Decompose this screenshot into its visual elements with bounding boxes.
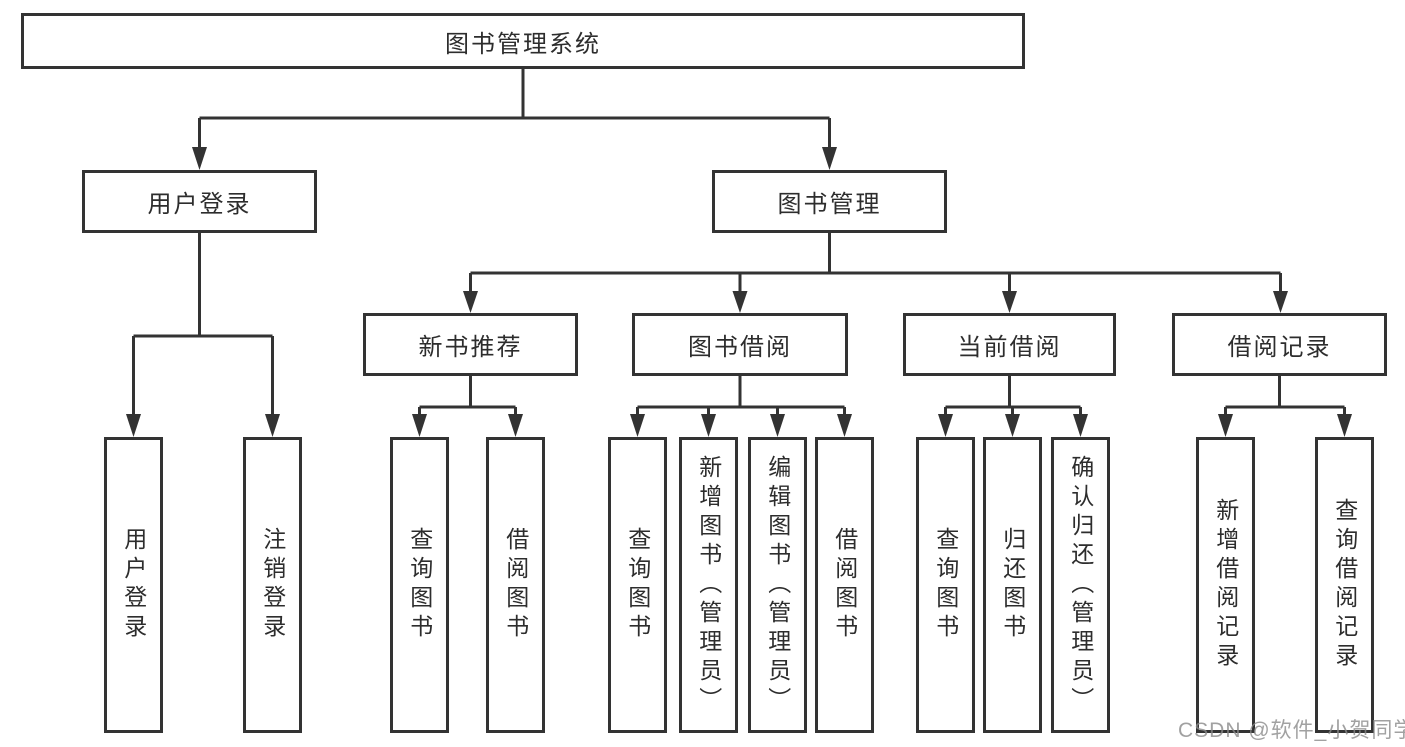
node-label: 图书管理系统 xyxy=(445,30,601,58)
node-label: 借阅记录 xyxy=(1227,334,1332,361)
arrowhead xyxy=(192,147,207,170)
leaf-user-login: 用户登录 xyxy=(104,437,163,733)
node-label: 确认归还（管理员） xyxy=(1067,454,1094,716)
node-borrow-records: 借阅记录 xyxy=(1172,313,1387,376)
leaf-borrow-books-recommend: 借阅图书 xyxy=(486,437,545,733)
csdn-watermark: CSDN @软件_小贺同学 xyxy=(1178,719,1405,742)
arrowhead xyxy=(732,291,748,313)
node-label: 新增借阅记录 xyxy=(1212,498,1239,672)
node-book-management: 图书管理 xyxy=(712,170,947,233)
arrowhead xyxy=(1002,291,1017,313)
arrowhead xyxy=(1005,414,1020,437)
arrowhead xyxy=(1337,414,1352,437)
node-label: 新书推荐 xyxy=(418,334,523,361)
arrowhead xyxy=(508,414,523,437)
leaf-query-borrow-record: 查询借阅记录 xyxy=(1315,437,1374,733)
arrowhead xyxy=(938,414,953,437)
arrowhead xyxy=(837,414,852,437)
node-book-borrowing: 图书借阅 xyxy=(632,313,848,376)
node-label: 图书管理 xyxy=(777,191,882,218)
node-label: 注销登录 xyxy=(259,527,286,643)
connector-book-borrow-children xyxy=(630,376,852,437)
arrowhead xyxy=(822,147,837,170)
arrowhead xyxy=(126,414,141,437)
arrowhead xyxy=(1218,414,1233,437)
leaf-logout: 注销登录 xyxy=(243,437,302,733)
node-label: 查询图书 xyxy=(406,527,433,643)
arrowhead xyxy=(463,291,478,313)
leaf-add-borrow-record: 新增借阅记录 xyxy=(1196,437,1255,733)
arrowhead xyxy=(701,414,716,437)
arrowhead xyxy=(1073,414,1088,437)
leaf-add-book-admin: 新增图书（管理员） xyxy=(679,437,738,733)
node-root-library-system: 图书管理系统 xyxy=(21,13,1025,69)
node-label: 用户登录 xyxy=(120,527,147,643)
node-label: 图书借阅 xyxy=(688,334,792,361)
arrowhead xyxy=(412,414,427,437)
leaf-return-book: 归还图书 xyxy=(983,437,1042,733)
node-current-borrowing: 当前借阅 xyxy=(903,313,1116,376)
leaf-query-books-current: 查询图书 xyxy=(916,437,975,733)
node-user-login: 用户登录 xyxy=(82,170,317,233)
node-label: 借阅图书 xyxy=(831,527,858,643)
connector-root-to-level2 xyxy=(192,69,837,170)
node-label: 归还图书 xyxy=(999,527,1026,643)
node-label: 用户登录 xyxy=(147,191,252,218)
arrowhead xyxy=(770,414,785,437)
arrowhead xyxy=(265,414,280,437)
node-label: 新增图书（管理员） xyxy=(695,454,722,716)
node-label: 查询借阅记录 xyxy=(1331,498,1358,672)
leaf-edit-book-admin: 编辑图书（管理员） xyxy=(748,437,807,733)
connector-book-mgmt-children xyxy=(463,233,1288,313)
connector-user-login-children xyxy=(126,233,280,437)
leaf-query-books-recommend: 查询图书 xyxy=(390,437,449,733)
node-new-book-recommend: 新书推荐 xyxy=(363,313,578,376)
node-label: 当前借阅 xyxy=(957,334,1062,361)
connector-new-book-rec-children xyxy=(412,376,523,437)
arrowhead xyxy=(630,414,645,437)
arrowhead xyxy=(1273,291,1288,313)
node-label: 编辑图书（管理员） xyxy=(764,454,791,716)
connector-borrow-records-children xyxy=(1218,376,1352,437)
node-label: 查询图书 xyxy=(624,527,651,643)
leaf-query-books-borrowing: 查询图书 xyxy=(608,437,667,733)
leaf-confirm-return-admin: 确认归还（管理员） xyxy=(1051,437,1110,733)
leaf-borrow-books-borrowing: 借阅图书 xyxy=(815,437,874,733)
connector-current-borrow-children xyxy=(938,376,1088,437)
node-label: 借阅图书 xyxy=(502,527,529,643)
node-label: 查询图书 xyxy=(932,527,959,643)
